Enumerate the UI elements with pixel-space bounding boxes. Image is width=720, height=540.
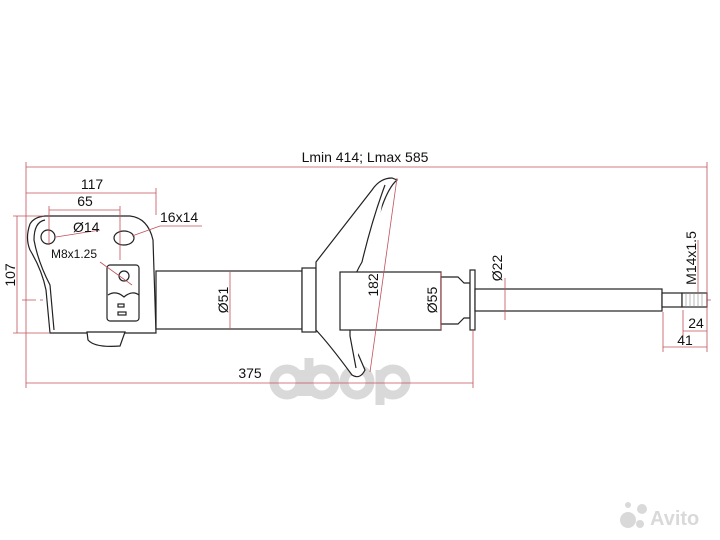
knuckle-bracket xyxy=(26,215,157,347)
dim-65: 65 xyxy=(77,193,93,209)
body-cap xyxy=(440,276,471,325)
thread-hatch xyxy=(685,293,703,307)
dim-182: 182 xyxy=(365,273,381,297)
damper-body xyxy=(339,271,442,331)
cap-flange xyxy=(469,269,476,331)
dim-24: 24 xyxy=(688,315,704,331)
lower-tube xyxy=(155,270,303,330)
dim-slot: 16x14 xyxy=(160,209,198,225)
avito-text: Avito xyxy=(650,508,699,530)
dim-bolt-thread: M8x1.25 xyxy=(51,247,97,261)
dim-body-55: Ø55 xyxy=(424,287,440,314)
rod-neck xyxy=(661,292,683,308)
dim-41: 41 xyxy=(677,332,693,348)
dim-117: 117 xyxy=(81,176,104,192)
dim-hole-14: Ø14 xyxy=(73,219,100,235)
avito-watermark: Avito xyxy=(620,502,699,530)
dim-375: 375 xyxy=(238,365,262,381)
dim-107: 107 xyxy=(2,263,18,287)
dim-rod-thread: M14x1.5 xyxy=(683,231,699,285)
dimension-lines xyxy=(13,162,708,388)
length-label: Lmin 414; Lmax 585 xyxy=(302,149,429,165)
piston-rod xyxy=(474,288,663,312)
tube-collar xyxy=(301,267,317,333)
watermark-logo xyxy=(269,358,411,405)
dim-tube-51: Ø51 xyxy=(215,287,231,314)
dim-rod-22: Ø22 xyxy=(489,255,505,282)
